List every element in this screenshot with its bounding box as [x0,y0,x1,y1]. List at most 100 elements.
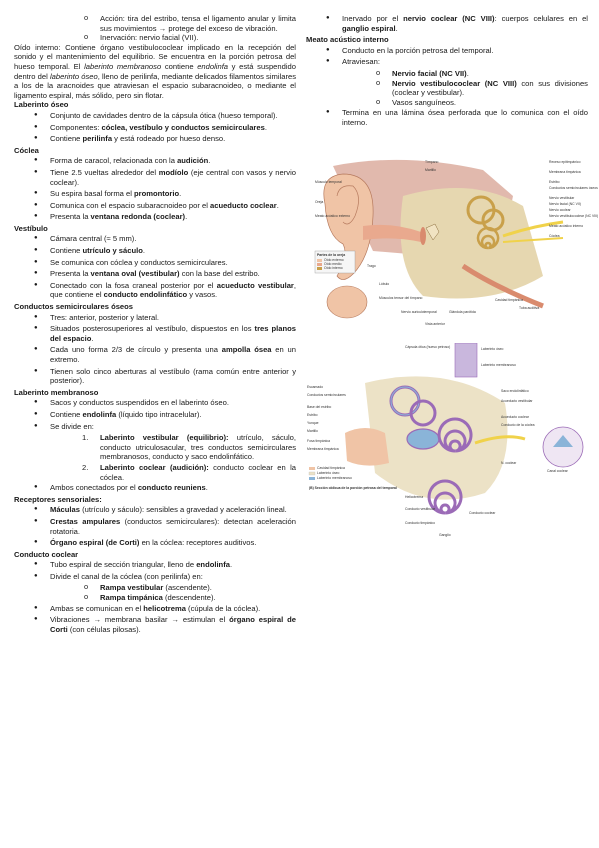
legend-item: Oído interno [324,266,343,270]
ear-anatomy-illustration [313,156,589,332]
section-heading: Conductos semicirculares óseos [14,302,134,312]
figure-label: Meato acústico interno [549,224,584,228]
list-item: Vibraciones → membrana basilar → estimul… [14,615,296,634]
list-item: Inervado por el nervio coclear (NC VIII)… [306,14,588,33]
list-item: Tubo espiral de sección triangular, llen… [14,560,296,570]
list-item: Forma de caracol, relacionada con la aud… [14,156,296,166]
list-item: Crestas ampulares (conductos semicircula… [14,517,296,536]
receptores-list: Máculas (utrículo y sáculo): sensibles a… [14,505,296,547]
figure-label: Helicotrema [405,495,424,499]
figure-label: Músculos tensor del tímpano [379,296,423,300]
figure-label: Receso epitimpánico [549,160,581,164]
legend-item: Oído medio [324,262,342,266]
figure-label: Laberinto membranoso [481,363,516,367]
section-heading: Conducto coclear [14,549,79,559]
legend-item: Cavidad timpánica [317,466,345,470]
list-item: Sacos y conductos suspendidos en el labe… [14,398,296,408]
figure-label: Cavidad timpánica [495,298,523,302]
section-heading: Laberinto óseo [14,100,69,110]
figure-label: Lóbulo [379,282,390,286]
figure-label: Trago [367,264,376,268]
section-heading: Meato acústico interno [306,35,389,45]
sub-list-item: Rampa vestibular (ascendente). [14,583,296,593]
list-item: Ambas se comunican en el helicotrema (cú… [14,604,296,614]
list-item: Atraviesan: [306,57,588,67]
figure-label: Base del estribo [307,405,332,409]
figure-label: Conducto de la cóclea [501,423,535,427]
figure-label: Membrana timpánica [307,447,339,451]
sub-list-item: Nervio vestibulococlear (NC VIII) con su… [306,78,588,98]
figure-label: Músculo temporal [315,180,342,184]
list-item: Conectado con la fosa craneal posterior … [14,281,296,300]
section-heading: Receptores sensoriales: [14,494,102,504]
list-item: Contiene endolinfa (líquido tipo intrace… [14,410,296,420]
list-item: Presenta la ventana redonda (coclear). [14,212,296,222]
section-heading: Vestíbulo [14,223,48,233]
sub-list-item: Rampa timpánica (descendente). [14,592,296,603]
vestibulo-list: Cámara central (≈ 5 mm). Contiene utrícu… [14,234,296,300]
petrous-section-figure: Cápsula ótica (hueso petroso) Laberinto … [305,342,589,543]
oido-interno-paragraph: Oído interno: Contiene órgano vestibuloc… [14,42,296,100]
sub-list-item: Vasos sanguíneos. [306,97,588,108]
figure-label: Fosa timpánica [307,439,330,443]
list-item: Presenta la ventana oval (vestibular) co… [14,269,296,279]
figure-label: Tuba auditiva [519,306,540,310]
figure-label: Nervio vestibulococlear (NC VIII) [549,214,599,218]
figure-label: Cápsula ótica (hueso petroso) [405,345,451,349]
figure-label: Conductos semicirculares [307,393,346,397]
list-item: Se comunica con cóclea y conductos semic… [14,258,296,268]
figure-label: Tímpano [425,160,439,164]
figure-label: Conducto coclear [469,511,496,515]
left-column: Acción: tira del estribo, tensa el ligam… [14,13,296,636]
figure-label: Estribo [549,180,560,184]
conductos-list: Tres: anterior, posterior y lateral. Sit… [14,313,296,386]
list-item: Conducto en la porción petrosa del tempo… [306,46,588,56]
numbered-item: 2.Laberinto coclear (audición): conducto… [82,462,296,482]
figure-label: Acueducto vestibular [501,399,533,403]
list-item: Acción: tira del estribo, tensa el ligam… [14,13,296,33]
figure-label: Meato acústico externo [315,214,351,218]
list-item: Comunica con el espacio subaracnoideo po… [14,201,296,211]
right-column: Inervado por el nervio coclear (NC VIII)… [306,14,588,130]
figure-label: Conductos semicirculares óseos [549,186,598,190]
figure-label: Oreja [315,200,324,204]
legend-item: Laberinto membranoso [317,476,352,480]
list-item: Tres: anterior, posterior y lateral. [14,313,296,323]
list-item: Situados posterosuperiores al vestíbulo,… [14,324,296,343]
list-item: Contiene perilinfa y está rodeado por hu… [14,134,296,144]
list-item: Ambos conectados por el conducto reunien… [14,483,296,493]
numbered-item: 1.Laberinto vestibular (equilibrio): utr… [82,433,296,462]
list-item: Tienen solo cinco aberturas al vestíbulo… [14,367,296,386]
section-heading: Laberinto membranoso [14,387,99,397]
figure-label: Martillo [425,168,436,172]
section-heading: Cóclea [14,145,39,155]
list-item: Conjunto de cavidades dentro de la cápsu… [14,111,296,121]
conducto-coclear-list: Tubo espiral de sección triangular, llen… [14,560,296,634]
list-item: Cada uno forma 2/3 de círculo y presenta… [14,345,296,364]
list-item: Contiene utrículo y sáculo. [14,246,296,256]
figure-label: N. coclear [501,461,517,465]
legend-item: Laberinto óseo [317,471,340,475]
meato-list: Conducto en la porción petrosa del tempo… [306,46,588,128]
figure-label: Estribo [307,413,318,417]
list-item: Máculas (utrículo y sáculo): sensibles a… [14,505,296,515]
figure-label: Acueducto coclear [501,415,529,419]
figure-caption: Vista anterior [425,322,445,326]
petrous-section-illustration [305,342,589,543]
figure-label: Nervio coclear [549,208,571,212]
figure-label: Glándula parótida [449,310,476,314]
figure-label: Saco endolinfático [501,389,529,393]
legend-item: Oído externo [324,258,344,262]
list-item: Su espira basal forma el promontorio. [14,189,296,199]
ear-anatomy-figure: Partes de la oreja Oído externo Oído med… [313,156,598,332]
figure-label: Escamado [307,385,324,389]
stapedius-subitems: Acción: tira del estribo, tensa el ligam… [14,13,296,43]
laberinto-membranoso-list: Sacos y conductos suspendidos en el labe… [14,398,296,492]
figure-label: Martillo [307,429,318,433]
list-item: Cámara central (≈ 5 mm). [14,234,296,244]
figure-label: Cóclea [549,234,560,238]
figure-label: Nervio auriculotemporal [401,310,437,314]
figure-label: Conducto vestibular [405,507,435,511]
figure-label: Conducto timpánico [405,521,435,525]
list-item: Componentes: cóclea, vestíbulo y conduct… [14,123,296,133]
